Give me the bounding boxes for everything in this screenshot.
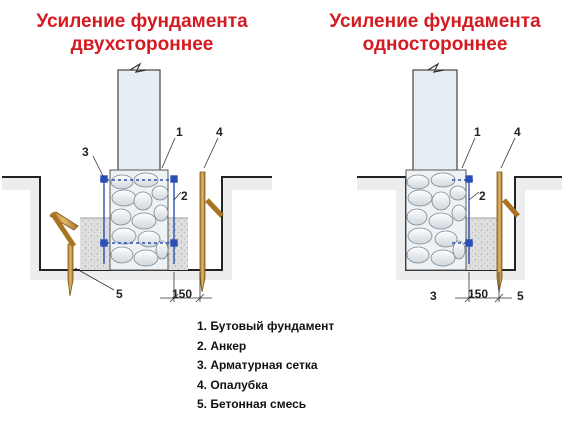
left-callout-2: 2 xyxy=(181,189,188,203)
title-left-line1: Усиление фундамента xyxy=(36,11,248,32)
left-callout-5: 5 xyxy=(116,287,123,301)
right-callout-4: 4 xyxy=(514,125,521,139)
left-dimension xyxy=(160,272,212,303)
right-callout-1: 1 xyxy=(474,125,481,139)
title-right-line2: одностороннее xyxy=(362,34,508,55)
title-left-line2: двухстороннее xyxy=(70,34,214,55)
right-callout-3: 3 xyxy=(430,289,437,303)
legend: 1. Бутовый фундамент 2. Анкер 3. Арматур… xyxy=(197,317,334,415)
right-rubble-foundation xyxy=(405,169,467,271)
right-wall xyxy=(412,69,458,177)
left-ground xyxy=(2,177,272,280)
left-formwork-left xyxy=(49,211,79,297)
right-ground xyxy=(357,177,562,280)
right-dimension xyxy=(455,272,512,303)
left-rubble-foundation xyxy=(109,169,169,271)
title-right: Усиление фундамента одностороннее xyxy=(300,10,570,56)
right-wall-break xyxy=(427,62,445,73)
right-callout-5: 5 xyxy=(517,289,524,303)
left-callout-4: 4 xyxy=(216,125,223,139)
legend-item-1: 1. Бутовый фундамент xyxy=(197,319,335,333)
right-diagram: 1 2 3 4 5 150 xyxy=(357,62,562,303)
left-diagram: 1 2 3 4 5 150 xyxy=(2,62,272,303)
legend-item-3: 3. Арматурная сетка xyxy=(197,358,318,372)
right-callout-2: 2 xyxy=(479,189,486,203)
left-formwork-right xyxy=(199,171,224,293)
legend-item-2: 2. Анкер xyxy=(197,338,247,353)
legend-item-5: 5. Бетонная смесь xyxy=(197,397,307,411)
right-formwork xyxy=(496,171,520,293)
title-right-line1: Усиление фундамента xyxy=(329,11,541,32)
left-rebar-mesh xyxy=(100,175,178,264)
right-rebar-mesh xyxy=(452,175,473,264)
left-callout-1: 1 xyxy=(176,125,183,139)
left-callout-3: 3 xyxy=(82,145,89,159)
left-wall xyxy=(117,69,161,177)
right-dim-label: 150 xyxy=(468,287,488,301)
left-wall-break xyxy=(129,62,147,73)
title-left: Усиление фундамента двухстороннее xyxy=(10,10,274,56)
left-dim-label: 150 xyxy=(172,287,192,301)
legend-item-4: 4. Опалубка xyxy=(197,377,268,392)
